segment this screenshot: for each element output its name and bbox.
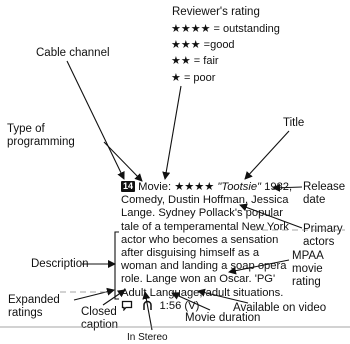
stereo-icon — [143, 300, 153, 310]
arrow-in-stereo — [142, 291, 153, 331]
listing-line: tale of a temperamental New York — [121, 220, 289, 233]
primary-actors-label: Primary actors — [303, 223, 343, 248]
listing-line: role. Lange won an Oscar. 'PG' — [121, 273, 276, 286]
program-type: Movie: — [138, 181, 172, 193]
description-bracket — [114, 231, 119, 300]
arrow-mpaa-rating — [228, 259, 290, 275]
movie-title: "Tootsie" — [217, 181, 262, 193]
callout-arrows — [0, 60, 350, 331]
arrow-title — [244, 130, 290, 180]
closed-caption-label: Closed caption — [81, 306, 119, 331]
description-label: Description — [31, 258, 89, 270]
rating-legend-fair: ★★ = fair — [171, 55, 219, 67]
rating-legend-poor: ★ = poor — [171, 72, 216, 84]
arrow-expanded-ratings — [73, 287, 115, 301]
arrow-type-programming — [103, 141, 143, 182]
closed-caption-icon — [121, 300, 133, 311]
listing-icons-line: 1:56 (V) — [121, 300, 326, 313]
available-on-video-label: Available on video — [233, 302, 327, 314]
rating-legend-outstanding: ★★★★ = outstanding — [171, 23, 280, 35]
duration-video: 1:56 (V) — [159, 299, 200, 312]
cable-channel-label: Cable channel — [36, 47, 110, 59]
release-date-label: Release date — [303, 181, 346, 206]
title-label: Title — [283, 117, 305, 129]
type-of-programming-label: Type of programming — [7, 123, 75, 148]
arrow-cable-channel — [66, 60, 125, 180]
channel-badge: 14 — [121, 181, 136, 192]
arrow-reviewers-rating — [162, 85, 182, 180]
rating-legend-good: ★★★ =good — [171, 39, 235, 51]
mpaa-movie-rating-label: MPAA movie rating — [292, 250, 324, 288]
expanded-ratings-label: Expanded ratings — [8, 294, 60, 319]
reviewers-rating-label: Reviewer's rating — [172, 6, 260, 18]
listing-stars: ★★★★ — [174, 181, 215, 193]
arrow-available-video — [197, 288, 249, 304]
arrow-movie-duration — [171, 292, 211, 311]
arrow-primary-actors — [239, 203, 303, 229]
listing-header-line: 14 Movie: ★★★★ "Tootsie" 1982, — [121, 181, 326, 194]
arrow-release-date — [272, 183, 303, 192]
listing-line: after disguising himself as a — [121, 247, 260, 260]
movie-duration-label: Movie duration — [185, 312, 261, 324]
arrow-closed-caption — [102, 289, 126, 306]
listing-line: Comedy, Dustin Hoffman, Jessica — [121, 194, 289, 207]
listing-line: actor who becomes a sensation — [121, 233, 279, 246]
